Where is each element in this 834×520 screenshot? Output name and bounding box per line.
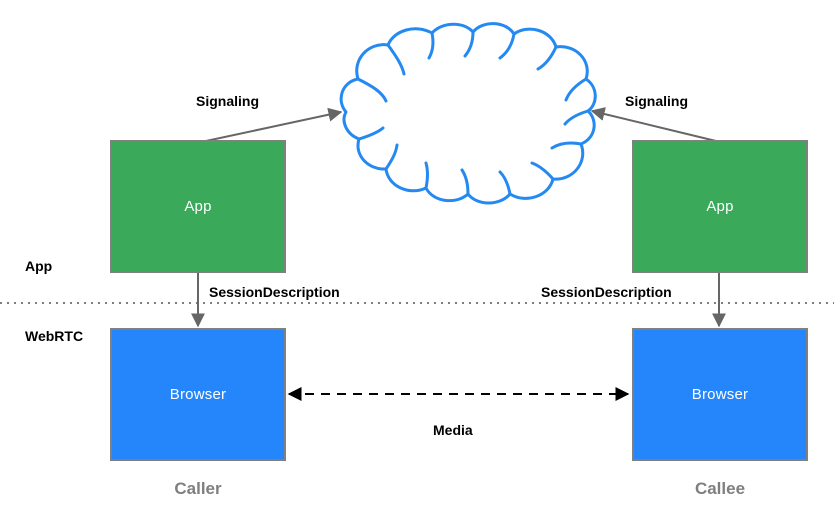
- layer-label-app: App: [25, 258, 53, 274]
- signaling-cloud-icon: [339, 22, 597, 205]
- callee-signaling-arrow: [590, 107, 717, 142]
- callee-signaling-label: Signaling: [625, 93, 688, 109]
- layer-label-webrtc: WebRTC: [25, 328, 84, 344]
- callee-app-label: App: [706, 198, 734, 215]
- media-label: Media: [433, 422, 473, 438]
- role-label-callee: Callee: [694, 479, 746, 498]
- caller-signaling-arrow: [205, 107, 343, 142]
- caller-browser-box[interactable]: Browser: [110, 328, 286, 461]
- caller-sessiondescription-label: SessionDescription: [209, 284, 340, 300]
- callee-browser-label: Browser: [691, 386, 749, 403]
- role-label-caller: Caller: [174, 479, 222, 498]
- callee-sessiondescription-label: SessionDescription: [541, 284, 672, 300]
- callee-browser-box[interactable]: Browser: [632, 328, 808, 461]
- caller-browser-label: Browser: [169, 386, 227, 403]
- caller-app-label: App: [184, 198, 212, 215]
- caller-app-box[interactable]: App: [110, 140, 286, 273]
- callee-app-box[interactable]: App: [632, 140, 808, 273]
- caller-signaling-label: Signaling: [196, 93, 259, 109]
